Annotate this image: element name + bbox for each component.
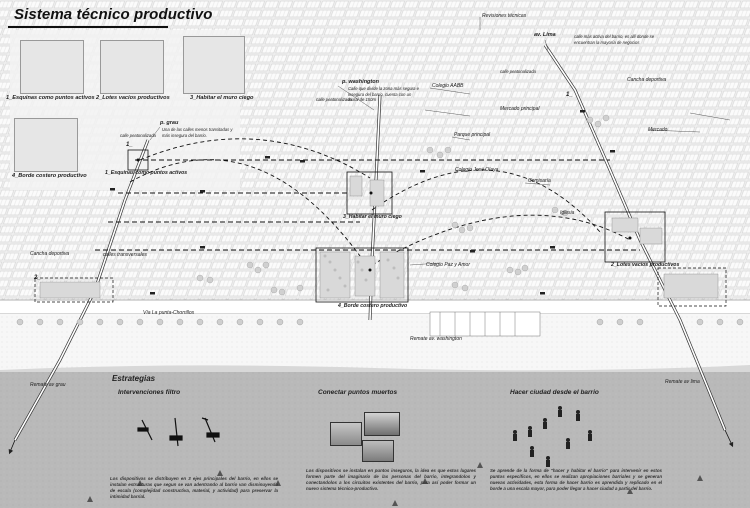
label-iglesia: Iglesia (560, 210, 575, 216)
transverse-streets (95, 159, 640, 251)
col2-title: Conectar puntos muertos (318, 389, 398, 396)
note-av-lima: calle más activa del barrio, es allí don… (574, 34, 655, 45)
col2-text: Los dispositivos se instalan en puntos i… (306, 468, 476, 491)
tag-1-grau: 1_ (126, 142, 133, 148)
note-p-grau: Una de las calles menos transitadas y má… (162, 127, 233, 138)
filter-symbols (137, 417, 220, 447)
label-mercado-principal: Mercado principal (500, 106, 540, 112)
label-p-grau: p. grau (160, 120, 179, 126)
label-calle-peatonalizada-1: calle peatonalizada (500, 69, 536, 74)
strategy-2-label: 2_Lotes vacíos productivos (96, 95, 170, 101)
label-mercado: Mercado (648, 127, 668, 133)
label-revisiones: Revisiones técnicas (482, 13, 527, 19)
photo-street-3 (362, 440, 394, 462)
strategy-4-label: 4_Borde costero productivo (12, 173, 87, 179)
malecon (0, 300, 750, 314)
col1-title: Intervenciones filtro (118, 389, 181, 396)
col3-text: Se aprende de la forma de "hacer y habit… (490, 468, 662, 491)
label-calle-peatonalizada-3: calle peatonalizada (120, 133, 156, 138)
label-av-lima: av. Lima (534, 32, 556, 38)
tag-lotes-vacios: 2_Lotes vacíos productivos (611, 262, 680, 268)
photo-street-1 (330, 422, 362, 446)
label-remate-washington: Remate av. washington (410, 336, 462, 342)
label-parque-principal: Parque principal (454, 132, 491, 138)
label-colegio-jose-olaya: Colegio José Olaya (455, 167, 499, 173)
label-colegio-paz-amor: Colegio Paz y Amor (426, 262, 470, 268)
beach (0, 314, 750, 370)
note-p-washington: Calle que divide la zona más segura e in… (348, 86, 419, 103)
thumb-muro (183, 36, 245, 94)
strategy-1-label: 1_Esquinas como puntos activos (6, 95, 95, 101)
label-comisaria: Comisaría (528, 178, 551, 184)
col3-title: Hacer ciudad desde el barrio (510, 389, 599, 396)
tag-habitar-muro: 3_Habitar el muro ciego (343, 214, 402, 220)
strategy-3-label: 3_Habitar el muro ciego (190, 95, 254, 101)
thumb-borde (14, 118, 78, 172)
page-title: Sistema técnico productivo (14, 6, 213, 23)
label-p-washington: p. washington (342, 79, 379, 85)
col1-text: Los dispositivos se distribuyen en 3 eje… (110, 476, 278, 499)
tag-esquinas: 1_Esquinas como puntos activos (105, 170, 188, 176)
label-colegio-aabb: Colegio AABB (432, 83, 464, 89)
tag-2-cancha: 2_ (34, 275, 41, 281)
thumb-esquinas (20, 40, 84, 94)
tag-1-lima: 1_ (566, 92, 573, 98)
label-via-punta-chorrillos: Vía La punta-Chorrillos (143, 310, 195, 316)
estrategias-heading: Estrategias (112, 374, 156, 383)
label-cancha-deportiva-2: Cancha deportiva (30, 251, 70, 257)
title-underline (8, 26, 168, 28)
label-calles-transversales: calles transversales (103, 252, 147, 258)
tag-borde-costero: 4_Borde costero productivo (338, 303, 408, 309)
label-remate-lima: Remate av lima (665, 379, 700, 385)
thumb-lotes (100, 40, 164, 94)
intervention-frames (127, 149, 666, 303)
label-cancha-deportiva-1: Cancha deportiva (627, 77, 667, 83)
label-remate-grau: Remate av grau (30, 382, 66, 388)
people-figures (513, 406, 592, 467)
photo-street-2 (364, 412, 400, 436)
connection-arcs (129, 138, 631, 271)
trees (196, 114, 610, 296)
label-calle-peatonalizada-2: calle peatonalizada (316, 97, 352, 102)
